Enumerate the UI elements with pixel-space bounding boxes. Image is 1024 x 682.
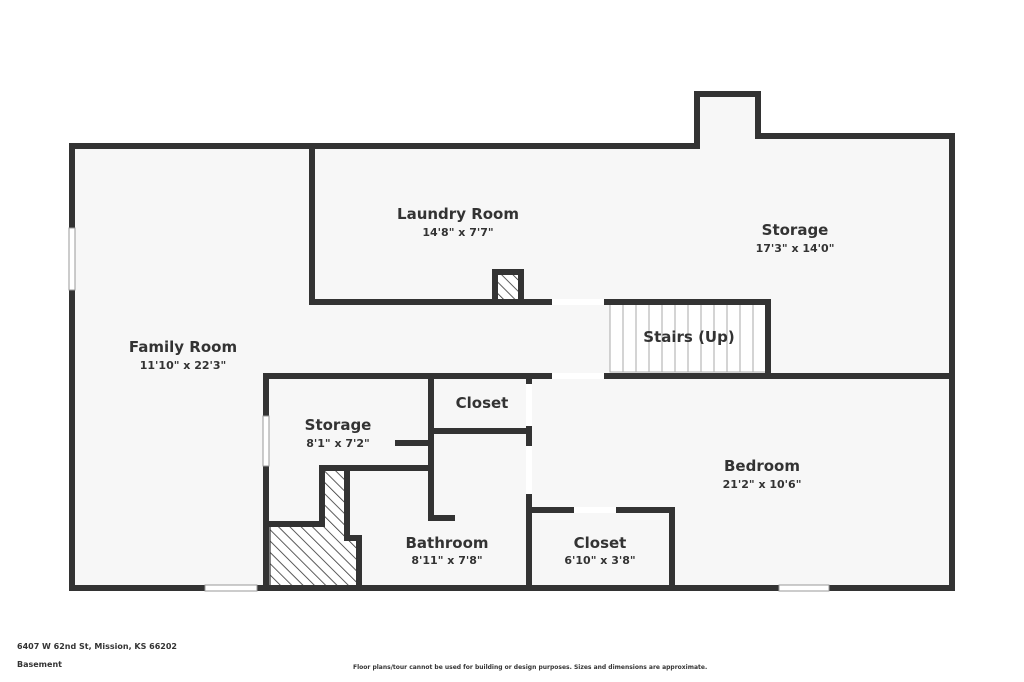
- bathroom-name: Bathroom: [405, 534, 488, 552]
- storage-small-dimensions: 8'1" x 7'2": [306, 437, 370, 450]
- bedroom-dimensions: 21'2" x 10'6": [723, 478, 802, 491]
- closet-lower-dimensions: 6'10" x 3'8": [564, 554, 635, 567]
- property-address: 6407 W 62nd St, Mission, KS 66202: [17, 642, 177, 651]
- storage-main-dimensions: 17'3" x 14'0": [756, 242, 835, 255]
- stairs-label: Stairs (Up): [643, 328, 734, 346]
- floor-level-label: Basement: [17, 660, 62, 669]
- family-room-dimensions: 11'10" x 22'3": [140, 359, 227, 372]
- family-room-name: Family Room: [129, 338, 237, 356]
- laundry-room-name: Laundry Room: [397, 205, 519, 223]
- stairs: [609, 303, 767, 373]
- storage-small-name: Storage: [305, 416, 372, 434]
- disclaimer-text: Floor plans/tour cannot be used for buil…: [353, 664, 708, 671]
- storage-main-name: Storage: [762, 221, 829, 239]
- window-family-left: [68, 227, 76, 291]
- opening-closet-bedroom: [526, 384, 532, 426]
- window-bedroom-bottom: [778, 584, 830, 592]
- opening-lower-closet: [574, 507, 616, 513]
- walls: [69, 91, 955, 591]
- bedroom-name: Bedroom: [724, 457, 800, 475]
- closet-upper-name: Closet: [456, 394, 509, 412]
- opening-corridor-door: [552, 373, 604, 379]
- hatched-chimney-box: [496, 273, 520, 301]
- floor-area: [72, 94, 952, 588]
- closet-lower-name: Closet: [574, 534, 627, 552]
- bathroom-dimensions: 8'11" x 7'8": [411, 554, 482, 567]
- opening-laundry-door: [552, 299, 604, 305]
- laundry-room-dimensions: 14'8" x 7'7": [422, 226, 493, 239]
- window-family-bottom: [204, 584, 258, 592]
- windows: [68, 227, 830, 592]
- window-storage-left: [262, 415, 270, 467]
- opening-bedroom-door: [526, 446, 532, 494]
